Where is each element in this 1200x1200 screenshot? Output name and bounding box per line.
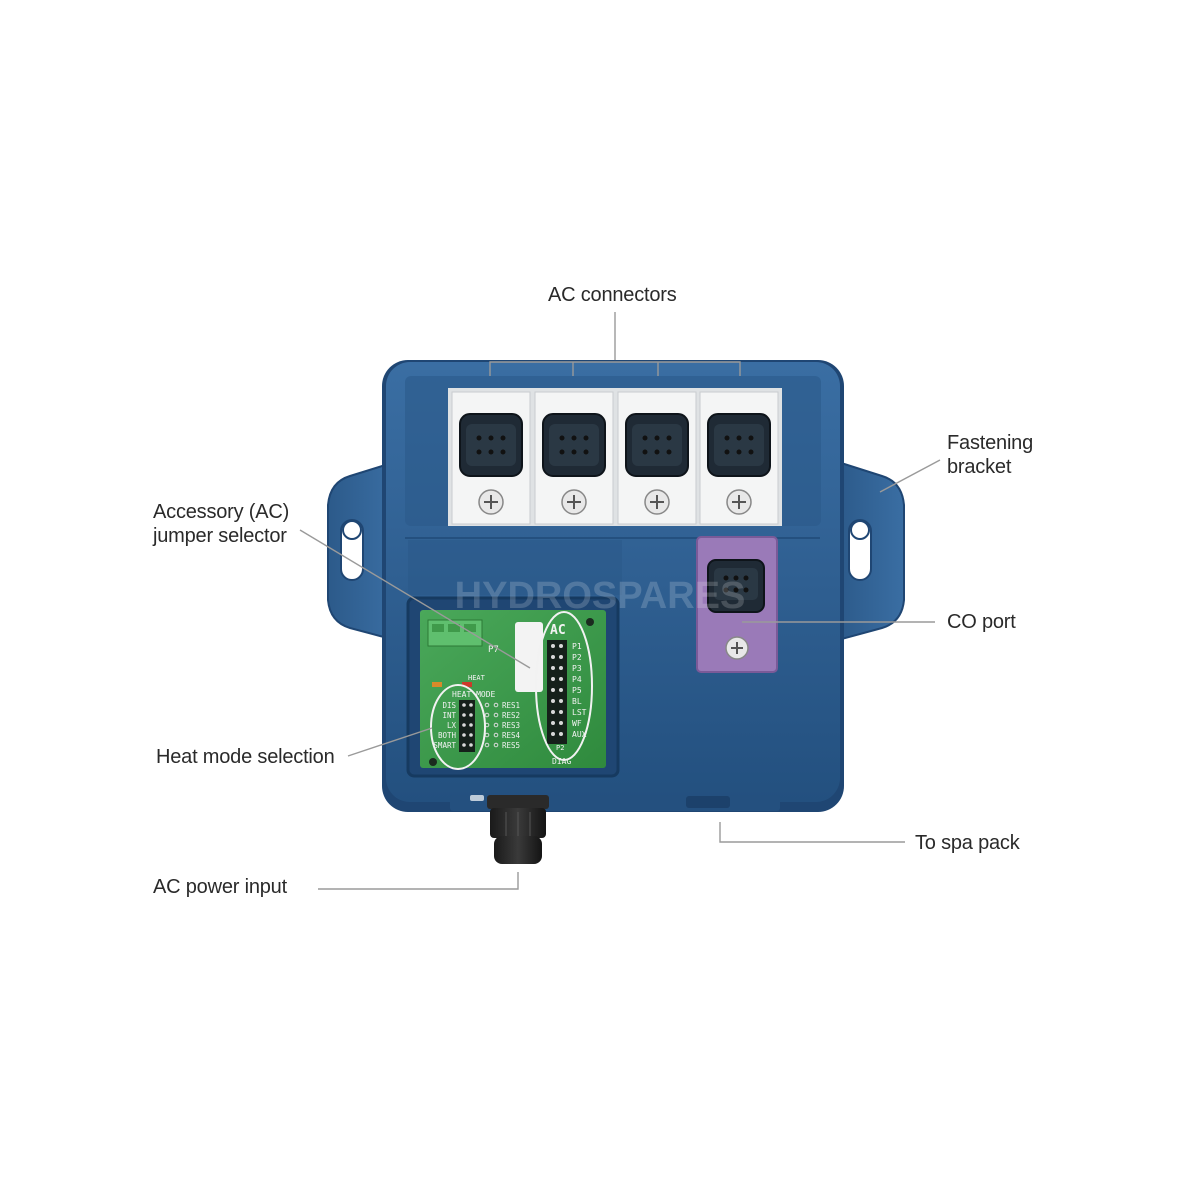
pcb-p2-tag: P2: [556, 744, 564, 752]
heat-block-title: HEAT MODE: [452, 690, 496, 699]
res-pin-label: RES1: [502, 701, 520, 710]
label-ac-power: AC power input: [153, 876, 287, 898]
cable-gland: [470, 795, 549, 864]
pcb-heat-tag: HEAT: [468, 674, 486, 682]
ac-pin-label: BL: [572, 697, 582, 706]
spa-pack-leader: [719, 822, 905, 843]
co-port: [696, 536, 778, 673]
label-accessory-jumper: Accessory (AC) jumper selector: [153, 501, 290, 547]
pcb-terminal-block: [427, 619, 483, 647]
label-to-spa-pack: To spa pack: [915, 832, 1020, 854]
res-pin-label: RES2: [502, 711, 520, 720]
label-fastening-bracket: Fastening bracket: [947, 432, 1034, 478]
heat-pin-header: [459, 700, 475, 752]
ac-connector-port: [617, 391, 697, 525]
label-co-port: CO port: [947, 611, 1016, 633]
right-fastening-bracket: [837, 460, 905, 642]
accessory-jumper-leader: [299, 529, 531, 669]
ac-connector-port: [699, 391, 779, 525]
res-pin-label: RES3: [502, 721, 520, 730]
heat-pin-label: LX: [447, 721, 457, 730]
heat-pin-label: DIS: [442, 701, 456, 710]
watermark: HYDROSPARES: [455, 575, 746, 617]
fastening-bracket-leader: [879, 459, 941, 493]
ac-block-title: AC: [550, 623, 566, 638]
heat-mode-leader: [347, 727, 433, 757]
label-ac-connectors: AC connectors: [548, 284, 677, 306]
heat-pin-label: BOTH: [438, 731, 457, 740]
ac-pin-label: P2: [572, 653, 582, 662]
spa-pack-port: [686, 796, 730, 808]
ac-connector-port: [451, 391, 531, 525]
ac-pin-label: WF: [572, 719, 582, 728]
ac-pin-label: P4: [572, 675, 582, 684]
ac-pin-label: P1: [572, 642, 582, 651]
ac-pin-label: AUX: [572, 730, 587, 739]
heat-pin-label: INT: [442, 711, 456, 720]
ac-pin-label: P3: [572, 664, 582, 673]
ac-jumper-highlight: [535, 611, 593, 761]
res-pin-label: RES4: [502, 731, 521, 740]
ac-pin-label: LST: [572, 708, 587, 717]
pcb-connector-tag: P7: [488, 645, 499, 655]
heat-mode-highlight: [430, 684, 486, 770]
ac-pin-label: P5: [572, 686, 582, 695]
leader-lines: [299, 312, 941, 890]
res-pin-label: RES5: [502, 741, 520, 750]
pcb-diag-tag: DIAG: [552, 757, 571, 766]
pcb-led-2: [432, 682, 442, 687]
ac-connector-port: [534, 391, 614, 525]
label-heat-mode: Heat mode selection: [156, 746, 335, 768]
heat-pin-label: SMART: [433, 741, 456, 750]
ac-pin-header: [547, 640, 567, 744]
ac-power-leader: [318, 872, 519, 890]
pcb-led: [462, 682, 472, 687]
